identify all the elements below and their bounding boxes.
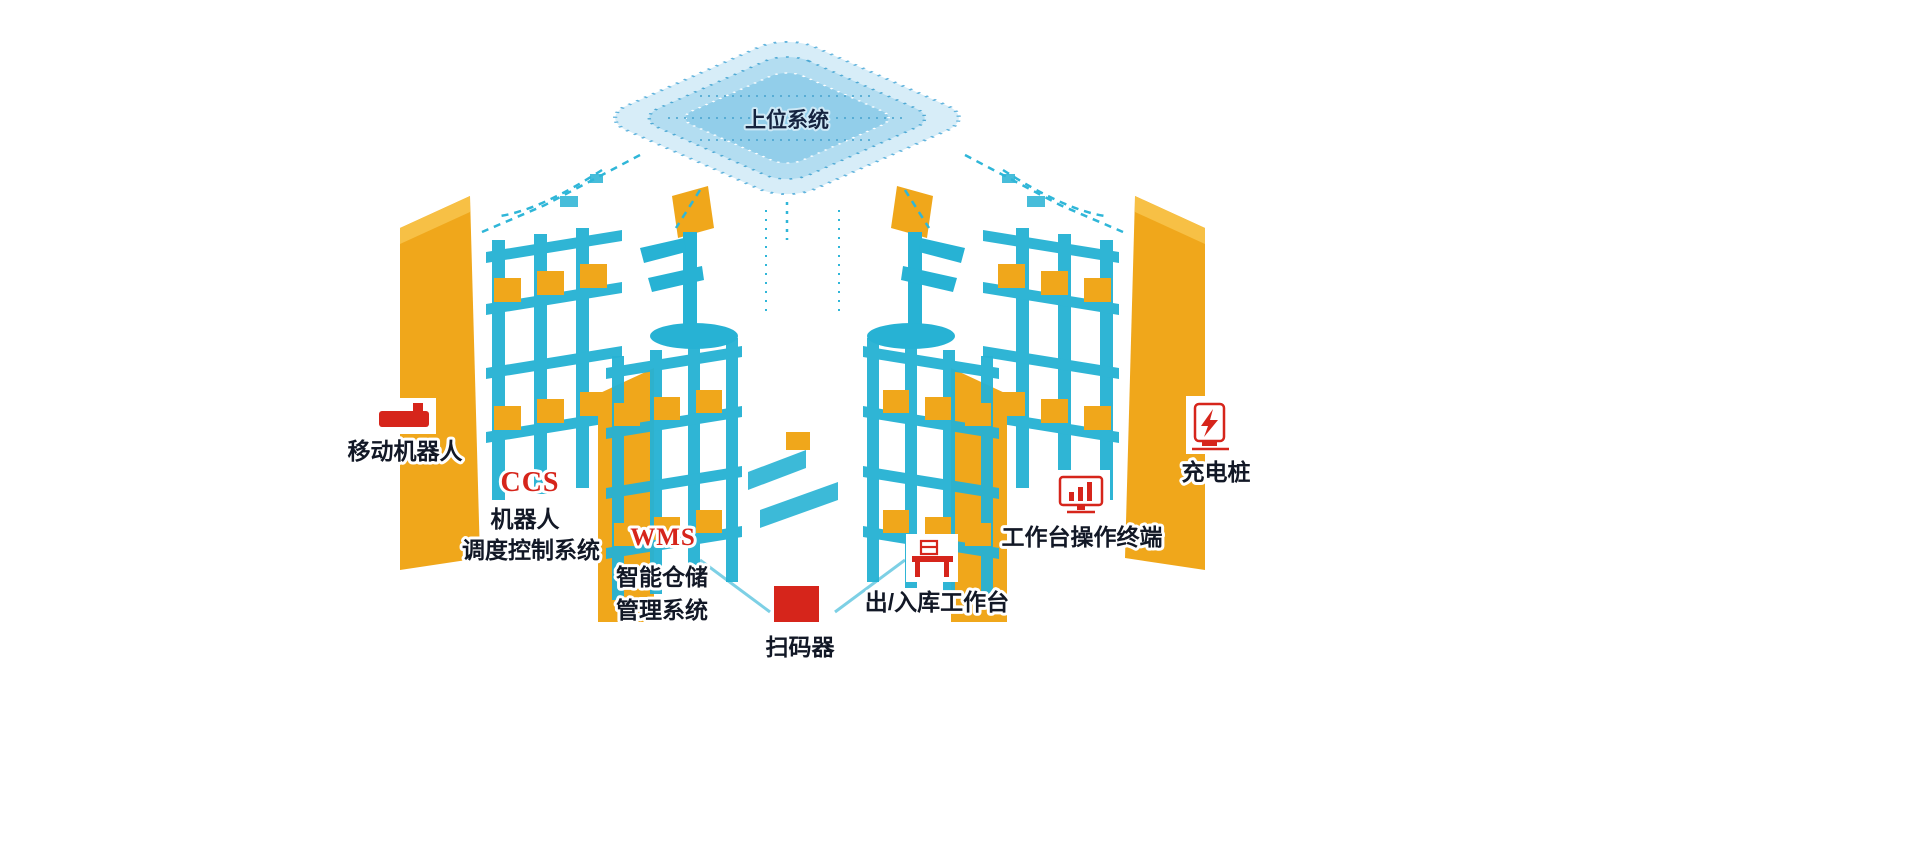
wms-line2: 管理系统 (616, 597, 708, 623)
host-platform: 上位系统 (613, 40, 961, 196)
scanner-label: 扫码器 (766, 634, 836, 660)
wms-line1: 智能仓储 (616, 564, 708, 590)
connection-lines (481, 153, 702, 234)
inner-rack-boxes (614, 390, 722, 546)
agv-robot (640, 186, 738, 349)
orange-wall-top (400, 196, 470, 244)
terminal-label: 工作台操作终端 (1002, 524, 1163, 550)
wms-abbr: WMS (630, 524, 696, 551)
ccs-line1: 机器人 (491, 506, 561, 532)
orange-wall (400, 196, 480, 570)
labels: 移动机器人 CCS 机器人 调度控制系统 WMS 智能仓储 管理系统 扫码器 出… (345, 435, 1254, 663)
robot-head (672, 186, 714, 238)
warehouse-scene: 上位系统 (400, 40, 1206, 624)
scanner-icon (774, 586, 819, 622)
ccs-abbr: CCS (500, 467, 559, 498)
mobile-robot-icon (379, 403, 429, 427)
icons (372, 396, 1234, 622)
terminal-icon (1058, 475, 1104, 514)
outer-rack (486, 228, 622, 500)
platform-title: 上位系统 (745, 108, 829, 132)
floating-bits (560, 174, 603, 207)
warehouse-left-cluster (400, 153, 771, 622)
center-aisle (748, 202, 838, 528)
charging-pile-icon (1192, 402, 1229, 451)
platform-dotted-rows (668, 95, 906, 141)
charger-label: 充电桩 (1182, 459, 1251, 485)
ccs-line2: 调度控制系统 (462, 537, 600, 563)
mobile-robot-label: 移动机器人 (348, 438, 464, 464)
workstation-label: 出/入库工作台 (865, 589, 1009, 615)
warehouse-right-cluster (833, 153, 1206, 624)
workstation-icon (912, 539, 953, 577)
